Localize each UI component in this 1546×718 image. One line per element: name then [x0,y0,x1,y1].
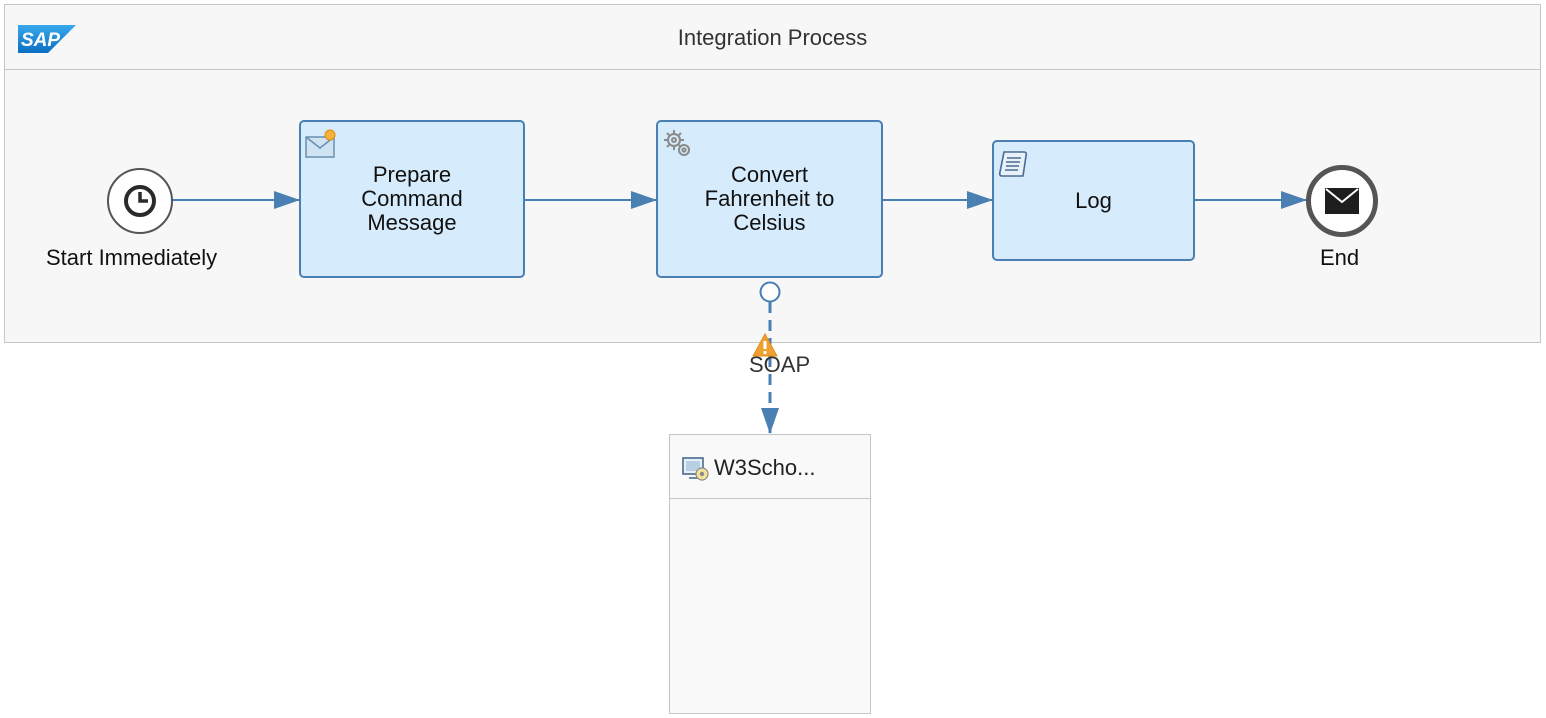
system-icon [682,457,709,481]
pool-header: SAP Integration Process [5,5,1540,70]
task-label: Prepare Command Message [361,162,463,235]
content-modifier-icon [305,129,336,158]
gear-icon [664,130,690,156]
svg-text:SAP: SAP [21,30,60,51]
message-flow-origin [759,281,781,303]
envelope-icon [1325,188,1359,214]
warning-icon[interactable] [752,333,778,357]
task-log[interactable]: Log [992,140,1195,261]
sap-logo: SAP [18,25,76,53]
task-prepare-command-message[interactable]: Prepare Command Message [299,120,525,278]
start-event-label: Start Immediately [46,245,218,270]
message-flow-label: SOAP [749,352,811,377]
script-icon [998,151,1028,177]
task-convert-fahrenheit-to-celsius[interactable]: Convert Fahrenheit to Celsius [656,120,883,278]
participant-label: W3Scho... [714,455,816,480]
task-label: Log [1075,187,1112,213]
clock-icon [124,185,156,217]
end-event[interactable] [1306,165,1378,237]
task-label: Convert Fahrenheit to Celsius [704,162,835,235]
start-event[interactable] [107,168,173,234]
participant-header: W3Scho... [670,435,870,499]
receiver-participant[interactable]: W3Scho... [669,434,871,714]
end-event-label: End [1320,245,1360,270]
pool-title: Integration Process [677,25,868,50]
